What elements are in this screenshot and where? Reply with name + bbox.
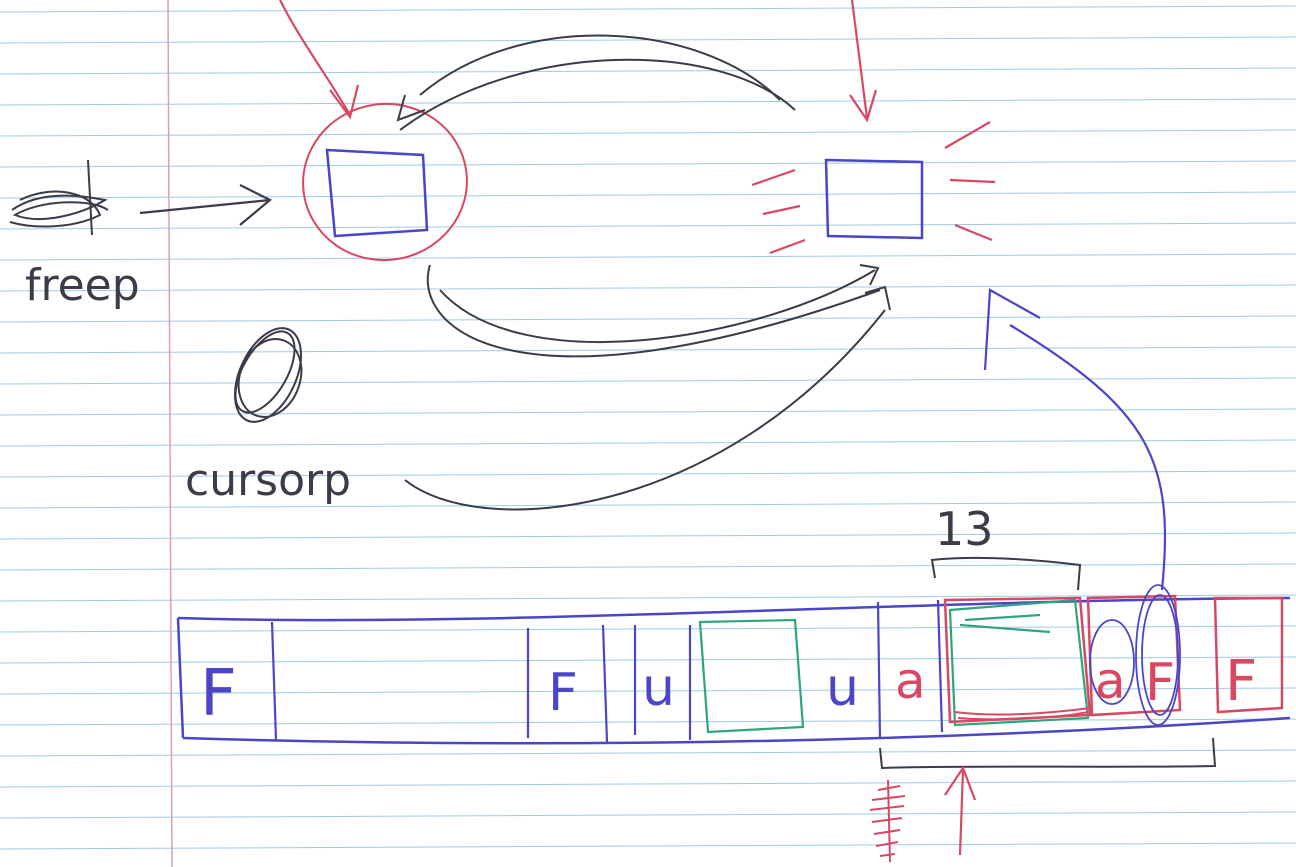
ruled-lines: [0, 5, 1296, 850]
strip-left-edge: [176, 617, 185, 739]
allocated-scribble: [954, 707, 1091, 721]
freep-arrow: [139, 184, 272, 226]
size-label: 13: [935, 502, 994, 556]
pointer-arrow-left: [279, 0, 360, 120]
ruled-line: [0, 160, 1296, 168]
ruled-line: [0, 718, 1296, 726]
allocated-block-outline: [943, 596, 1092, 724]
ruled-line: [0, 377, 1296, 385]
ruled-line: [0, 191, 1296, 199]
emphasis-rays: [751, 121, 996, 255]
block-label-7: F: [1145, 653, 1175, 713]
cursorp-scribble: [233, 327, 303, 423]
green-block-2: [948, 598, 1090, 727]
block-circles: [1089, 584, 1181, 726]
ruled-line: [0, 811, 1296, 819]
block-label-1: F: [200, 657, 237, 731]
free-block-box-left: [325, 148, 429, 238]
highlight-circle: [302, 102, 468, 262]
block-to-box-arrow: [983, 288, 1167, 591]
freep-label: freep: [25, 260, 140, 311]
ruled-line: [0, 253, 1296, 261]
ruled-line: [0, 687, 1296, 695]
block-label-5: a: [895, 652, 926, 710]
freep-scribble: [9, 159, 109, 236]
link-arrows: [396, 34, 891, 511]
green-block-1: [698, 618, 805, 734]
ruled-line: [0, 625, 1296, 633]
block-label-3: u: [642, 658, 675, 718]
ruled-line: [0, 346, 1296, 354]
block-separators: [270, 599, 944, 743]
ruled-line: [0, 501, 1296, 509]
ruled-line: [0, 842, 1296, 850]
size-bracket: [930, 556, 1082, 591]
ruled-line: [0, 780, 1296, 788]
ruled-line: [0, 315, 1296, 323]
block-label-2: F: [548, 663, 578, 723]
ruled-line: [0, 532, 1296, 540]
ruled-line: [0, 439, 1296, 447]
ruled-line: [0, 749, 1296, 757]
block-label-4: u: [826, 658, 859, 718]
memory-strip: [177, 596, 1291, 745]
ruled-line: [0, 470, 1296, 478]
ruled-line: [0, 594, 1296, 602]
ruled-line: [0, 222, 1296, 230]
cursorp-label: cursorp: [185, 455, 351, 506]
ruled-line: [0, 408, 1296, 416]
cursor-arrow-up: [944, 765, 977, 856]
red-block-2: [1213, 596, 1284, 714]
lower-bracket: [879, 737, 1217, 770]
ruled-line: [0, 5, 1296, 13]
ruled-line: [0, 67, 1296, 75]
block-label-6: a: [1095, 652, 1126, 710]
ruled-line: [0, 656, 1296, 664]
ruled-line: [0, 98, 1296, 106]
free-block-box-right: [824, 158, 924, 240]
pointer-arrow-right: [849, 0, 878, 123]
bottom-scribble: [869, 779, 906, 863]
ruled-line: [0, 129, 1296, 137]
ruled-line: [0, 284, 1296, 292]
margin-line: [167, 0, 173, 867]
block-label-8: F: [1225, 649, 1257, 714]
